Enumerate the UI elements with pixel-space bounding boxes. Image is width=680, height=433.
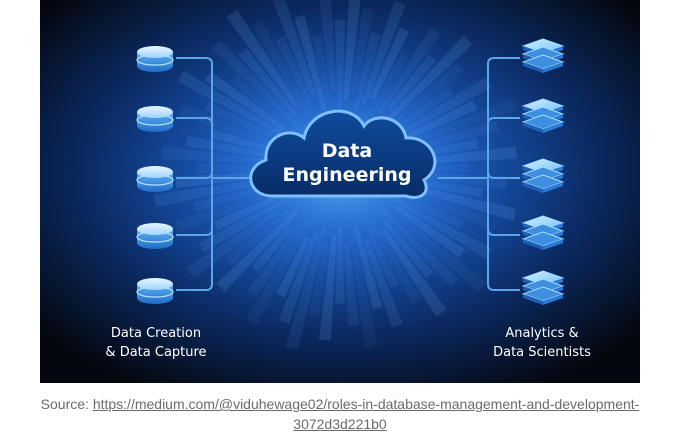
figure-caption: Source: https://medium.com/@viduhewage02… (0, 394, 680, 433)
database-disk-icon (136, 278, 174, 304)
caption-link-line2: 3072d3d221b0 (293, 416, 387, 432)
right-node-column (521, 38, 565, 305)
cloud-icon: Data Engineering (249, 109, 437, 199)
right-group-label-line2: Data Scientists (493, 345, 591, 360)
database-disk-icon (136, 46, 174, 72)
cloud-shape (249, 109, 437, 199)
left-group-label-line2: & Data Capture (105, 345, 206, 360)
server-stack-icon (521, 215, 565, 250)
right-connector (487, 57, 520, 65)
left-connector (176, 283, 213, 291)
left-node-column (136, 46, 174, 304)
diagram-canvas: Data Engineering Data Creation & Data Ca… (40, 0, 640, 383)
left-group-label-line1: Data Creation (111, 326, 201, 341)
database-disk-icon (136, 223, 174, 249)
data-engineering-diagram: Data Engineering Data Creation & Data Ca… (40, 0, 640, 383)
caption-link-line1: https://medium.com/@viduhewage02/roles-i… (92, 396, 640, 412)
server-stack-icon (521, 270, 565, 305)
left-connector (176, 57, 213, 65)
caption-prefix: Source: (40, 396, 93, 412)
right-group-label-line1: Analytics & (505, 326, 578, 341)
caption-source-link[interactable]: https://medium.com/@viduhewage02/roles-i… (93, 396, 640, 432)
server-stack-icon (521, 98, 565, 133)
center-label-line1: Data (322, 140, 373, 162)
database-disk-icon (136, 166, 174, 192)
center-label-line2: Engineering (283, 164, 412, 186)
connector-lines (176, 57, 520, 291)
server-stack-icon (521, 38, 565, 73)
right-connector (487, 283, 520, 291)
database-disk-icon (136, 106, 174, 132)
server-stack-icon (521, 158, 565, 193)
